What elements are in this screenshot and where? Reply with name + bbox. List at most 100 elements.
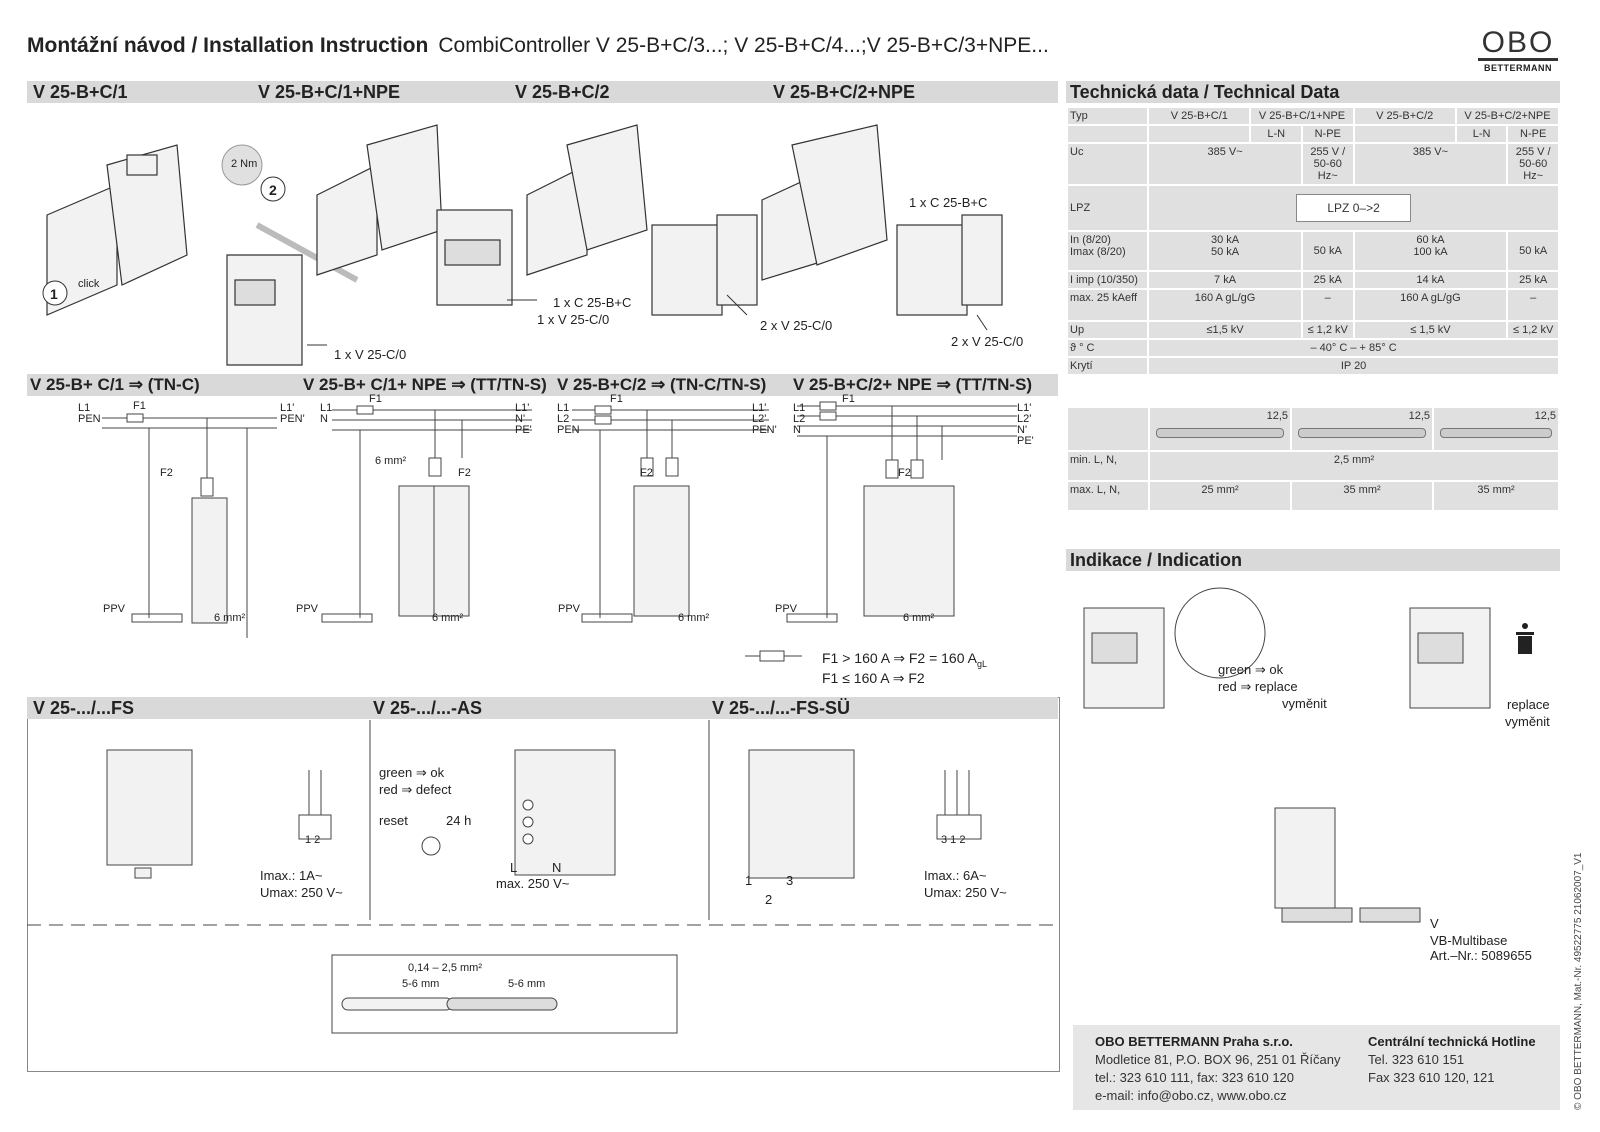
- wire-strip-2: 12,5: [1292, 408, 1432, 450]
- torque-circle: [221, 144, 263, 186]
- as-N: N: [552, 860, 562, 875]
- cell-uc-385-a: 385 V~: [1149, 144, 1301, 184]
- w3-PEN: PEN: [557, 424, 580, 436]
- page-title: Montážní návod / Installation Instructio…: [27, 34, 1049, 58]
- footer-company: OBO BETTERMANN Praha s.r.o.: [1095, 1034, 1293, 1049]
- footer-hotline-tel: Tel. 323 610 151: [1368, 1052, 1465, 1067]
- as-title: V 25-.../...-AS: [373, 698, 483, 718]
- cell-fuse-dash-b: –: [1508, 290, 1558, 320]
- wire-strip-3: 12,5: [1434, 408, 1558, 450]
- w1-F1: F1: [133, 400, 146, 412]
- cell-imp-2: 25 kA: [1302, 272, 1353, 288]
- footer-hotline-col: Centrální technická Hotline Tel. 323 610…: [1368, 1033, 1536, 1087]
- as-L: L: [510, 860, 518, 875]
- strip-length-a: 5-6 mm: [402, 978, 440, 990]
- w2-N: N: [320, 413, 328, 425]
- logo-brand: BETTERMANN: [1484, 63, 1552, 73]
- w1-F2: F2: [160, 467, 173, 479]
- cell-ln-2: L-N: [1456, 126, 1507, 142]
- lpz-arrow-label: LPZ 0–>2: [1296, 194, 1411, 222]
- module-4b: [961, 214, 1003, 306]
- w2-L1p: L1': [515, 402, 530, 414]
- su-3: 3: [786, 873, 794, 888]
- label-2xV25C0-b: 2 x V 25-C/0: [951, 334, 1024, 349]
- wire-strip-1: 12,5: [1150, 408, 1290, 450]
- cell-up-1: ≤1,5 kV: [1149, 322, 1301, 338]
- click-label: click: [78, 278, 100, 290]
- footer-box: OBO BETTERMANN Praha s.r.o. Modletice 81…: [1073, 1025, 1560, 1110]
- ind-replace: replace: [1507, 697, 1550, 712]
- w4-PEp: PE': [1017, 435, 1034, 447]
- w3-L2: L2: [557, 413, 570, 425]
- w4-L2: L2: [793, 413, 806, 425]
- cell-up-4: ≤ 1,2 kV: [1508, 322, 1558, 338]
- footer-tel: tel.: 323 610 111, fax: 323 610 120: [1095, 1070, 1295, 1085]
- obo-logo: OBO BETTERMANN: [1478, 28, 1558, 73]
- cell-fuse-b: 160 A gL/gG: [1354, 290, 1507, 320]
- wire-table: 12,5 12,5 12,5 min. L, N, 2,5 mm² max. L…: [1066, 406, 1560, 512]
- cell-in-npe-b: 50 kA: [1508, 232, 1558, 270]
- label-2xV25C0-a: 2 x V 25-C/0: [760, 318, 833, 333]
- multibase-name: VB-Multibase: [1430, 933, 1508, 948]
- label-1xC25BC-a: 1 x C 25-B+C: [553, 295, 632, 310]
- wiring-title-1: V 25-B+ C/1 ⇒ (TN-C): [30, 375, 200, 394]
- multibase-device: [1274, 807, 1336, 909]
- footer-company-col: OBO BETTERMANN Praha s.r.o. Modletice 81…: [1095, 1033, 1340, 1105]
- cell-up-3: ≤ 1,5 kV: [1354, 322, 1507, 338]
- cell-min-val: 2,5 mm²: [1150, 452, 1558, 480]
- w4-L1: L1: [793, 402, 806, 414]
- ind-red: red ⇒ replace: [1218, 679, 1298, 694]
- cell-imp-1: 7 kA: [1149, 272, 1301, 288]
- signaling-bar: [27, 697, 1058, 719]
- as-24h: 24 h: [446, 813, 472, 828]
- cell-kryti: Krytí: [1068, 358, 1148, 374]
- cell-imp-4: 25 kA: [1508, 272, 1558, 288]
- cell-uc-255-a: 255 V / 50-60 Hz~: [1302, 144, 1353, 184]
- base-1: [106, 144, 188, 286]
- footer-email[interactable]: e-mail: info@obo.cz, www.obo.cz: [1095, 1088, 1287, 1103]
- cell-ln-1: L-N: [1251, 126, 1301, 142]
- indication-bar: [1066, 549, 1560, 571]
- label-1xV25C0-b: 1 x V 25-C/0: [537, 312, 610, 327]
- w2-PPV: PPV: [296, 603, 319, 615]
- indication-title: Indikace / Indication: [1070, 550, 1243, 570]
- w1-PENp: PEN': [280, 413, 305, 425]
- w2-6mm-b: 6 mm²: [432, 612, 464, 624]
- w4-F2: F2: [898, 467, 911, 479]
- model-2-title: V 25-B+C/1+NPE: [258, 82, 401, 102]
- trash-icon: [1516, 623, 1534, 654]
- cell-lpz: LPZ: [1068, 186, 1148, 230]
- module-1: [226, 254, 303, 366]
- w1-L1p: L1': [280, 402, 295, 414]
- cell-imp-3: 14 kA: [1354, 272, 1507, 288]
- w4-6mm: 6 mm²: [903, 612, 935, 624]
- multibase-artnr: Art.–Nr.: 5089655: [1430, 948, 1532, 963]
- as-green: green ⇒ ok: [379, 765, 445, 780]
- ind-vymenit-2: vyměnit: [1505, 714, 1550, 729]
- footer-hotline: Centrální technická Hotline: [1368, 1034, 1536, 1049]
- w4-Np: N': [1017, 424, 1028, 436]
- screwdriver: [255, 222, 359, 283]
- w3-F2: F2: [640, 467, 653, 479]
- cell-imp: I imp (10/350): [1068, 272, 1148, 288]
- su-1: 1: [745, 873, 753, 888]
- w4-N: N: [793, 424, 801, 436]
- w2-Np: N': [515, 413, 526, 425]
- label-1xV25C0-a: 1 x V 25-C/0: [334, 347, 407, 362]
- ind-vymenit-1: vyměnit: [1282, 696, 1327, 711]
- step-2-label: 2: [269, 182, 277, 198]
- module-1-label: [234, 279, 276, 306]
- cell-c2: V 25-B+C/1+NPE: [1251, 108, 1353, 124]
- fs-title: V 25-.../...FS: [33, 698, 135, 718]
- w3-L1p: L1': [752, 402, 767, 414]
- cell-fuse-a: 160 A gL/gG: [1149, 290, 1301, 320]
- fs-terminals: 1 2: [305, 834, 321, 846]
- title-main: Montážní návod / Installation Instructio…: [27, 34, 429, 57]
- module-3a: [651, 224, 723, 316]
- tech-table: Typ V 25-B+C/1 V 25-B+C/1+NPE V 25-B+C/2…: [1066, 106, 1560, 376]
- strip-length-b: 5-6 mm: [508, 978, 546, 990]
- wiring-title-4: V 25-B+C/2+ NPE ⇒ (TT/TN-S): [793, 375, 1033, 394]
- cell-c1: V 25-B+C/1: [1149, 108, 1250, 124]
